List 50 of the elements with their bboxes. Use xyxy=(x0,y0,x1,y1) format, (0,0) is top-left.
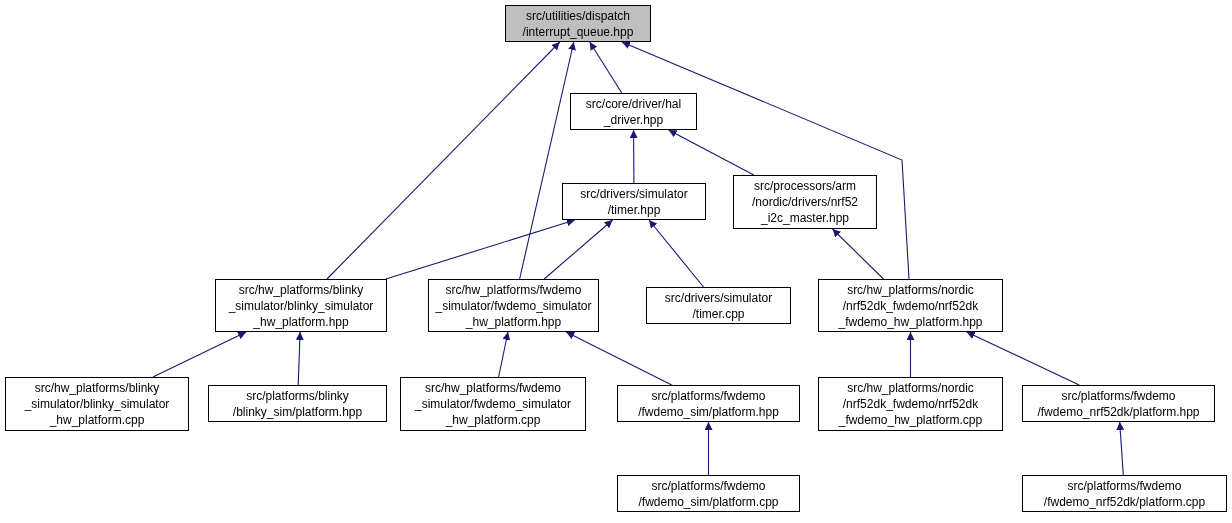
arrow xyxy=(668,129,755,176)
file-box xyxy=(646,287,791,324)
arrow xyxy=(704,421,713,476)
arrow xyxy=(906,331,915,378)
file-path: src/platforms/fwdemo /fwdemo_nrf52dk/platform.hpp xyxy=(1037,387,1200,420)
arrow xyxy=(565,331,673,386)
arrow xyxy=(543,219,614,280)
file-path: src/platforms/fwdemo /fwdemo_sim/platform.cpp xyxy=(638,477,779,510)
arrow xyxy=(519,41,576,280)
file-path: src/hw_platforms/fwdemo _simulator/fwdemo_simulator _hw_platform.hpp xyxy=(435,281,592,330)
file-path: src/platforms/fwdemo /fwdemo_nrf52dk/platform.cpp xyxy=(1043,477,1206,510)
arrow xyxy=(385,218,576,280)
file-box xyxy=(1022,385,1215,422)
file-path: src/hw_platforms/blinky _simulator/blinky_simulator _hw_platform.cpp xyxy=(24,380,170,428)
arrow xyxy=(1116,421,1125,476)
file-path: src/platforms/blinky /blinky_sim/platform.hpp xyxy=(232,387,363,420)
file-box xyxy=(617,385,800,422)
file-box xyxy=(733,175,877,229)
file-path: src/core/driver/hal _driver.hpp xyxy=(585,95,682,128)
arrow xyxy=(589,41,623,94)
file-box xyxy=(5,377,189,431)
arrow xyxy=(629,129,638,184)
file-path: src/hw_platforms/fwdemo _simulator/fwdemo_simulator _hw_platform.cpp xyxy=(414,380,571,428)
arrow xyxy=(831,228,885,280)
file-path: src/hw_platforms/nordic /nrf52dk_fwdemo/nrf52dk _fwdemo_hw_platform.cpp xyxy=(838,380,983,428)
arrow xyxy=(966,331,1080,386)
file-box xyxy=(562,183,706,220)
file-path: src/drivers/simulator /timer.hpp xyxy=(580,185,688,218)
file-box xyxy=(617,475,800,512)
arrow xyxy=(152,331,247,378)
file-box xyxy=(505,5,651,42)
file-path: src/hw_platforms/nordic /nrf52dk_fwdemo/nrf52dk _fwdemo_hw_platform.hpp xyxy=(838,281,983,330)
arrow xyxy=(621,41,910,280)
arrow xyxy=(498,331,511,378)
arrow xyxy=(326,41,561,280)
arrow xyxy=(648,219,705,288)
file-box xyxy=(215,279,387,332)
file-box xyxy=(400,377,586,431)
file-box xyxy=(818,279,1003,332)
file-path: src/utilities/dispatch /interrupt_queue.hpp xyxy=(522,7,634,40)
file-path: src/platforms/fwdemo /fwdemo_sim/platform.hpp xyxy=(638,387,779,420)
file-box xyxy=(428,279,599,332)
file-box xyxy=(818,377,1003,431)
arrow xyxy=(295,331,304,386)
file-box xyxy=(208,385,387,422)
file-box xyxy=(1022,475,1227,512)
file-path: src/drivers/simulator /timer.cpp xyxy=(664,289,773,322)
file-path: src/hw_platforms/blinky _simulator/blinky_simulator _hw_platform.hpp xyxy=(228,281,374,330)
file-path: src/processors/arm /nordic/drivers/nrf52 _i2c_master.hpp xyxy=(751,178,858,226)
file-box xyxy=(570,93,697,130)
